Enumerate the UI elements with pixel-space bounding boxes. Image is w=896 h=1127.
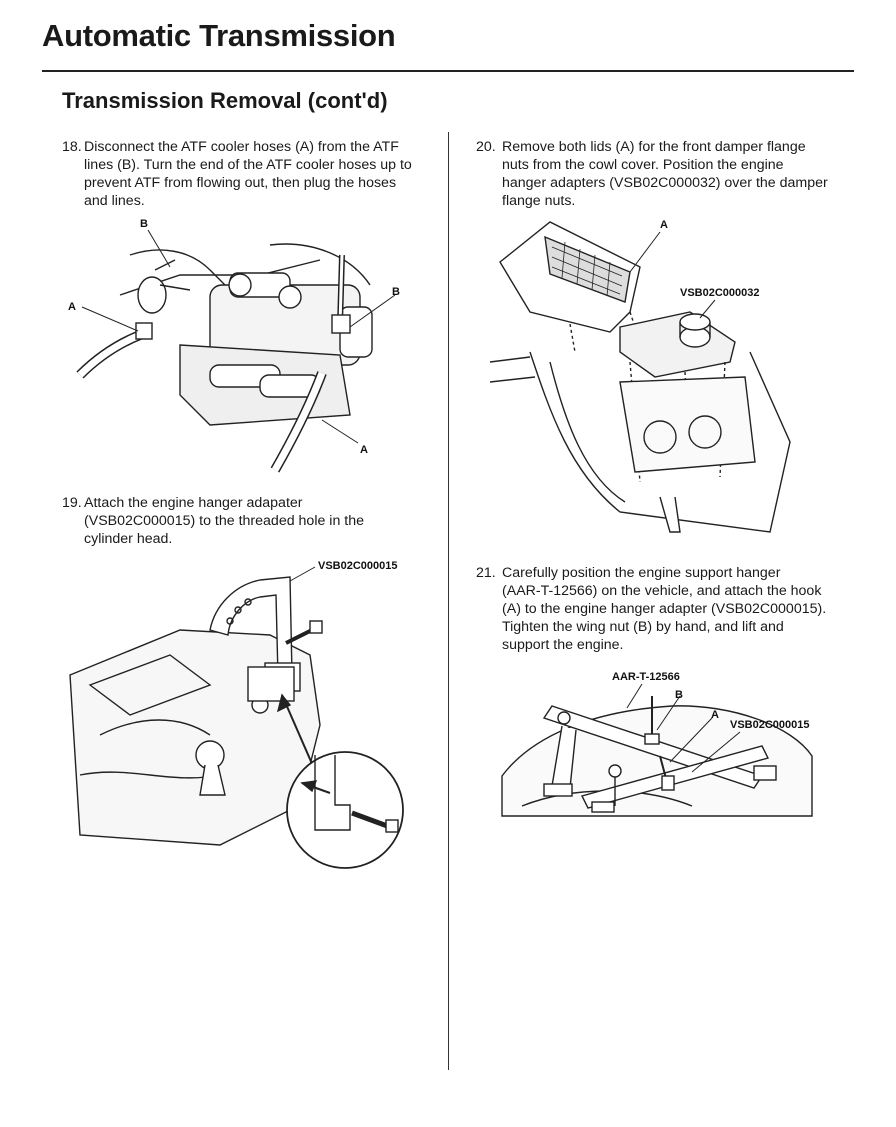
step-number: 18. (62, 139, 82, 155)
callout-b-top: B (140, 218, 148, 230)
callout-a: A (660, 219, 668, 231)
callout-a-bottom: A (360, 444, 368, 456)
step-line: Carefully position the engine support ha… (502, 565, 781, 581)
column-divider (448, 132, 449, 1070)
callout-a-left: A (68, 301, 76, 313)
figure-engine-hanger-adapter: VSB02C000015 (60, 555, 430, 870)
step-line: hanger adapters (VSB02C000032) over the … (502, 175, 828, 191)
step-line: cylinder head. (84, 531, 173, 547)
atf-cooler-illustration: B B A A (68, 218, 400, 473)
step-line: Tighten the wing nut (B) by hand, and li… (502, 619, 784, 635)
hanger-adapter-illustration: VSB02C000015 (69, 560, 404, 869)
callout-a: A (711, 709, 719, 721)
step-text: Remove both lids (A) for the front dampe… (502, 138, 828, 210)
step-20: 20. Remove both lids (A) for the front d… (476, 138, 866, 214)
support-hanger-illustration: AAR-T-12566 B A VSB02C000015 (501, 671, 813, 817)
step-line: Attach the engine hanger adapater (84, 495, 303, 511)
step-line: prevent ATF from flowing out, then plug … (84, 175, 397, 191)
step-line: support the engine. (502, 637, 624, 653)
figure-atf-cooler-hoses: B B A A (60, 215, 400, 475)
cowl-cover-illustration: A VSB02C000032 (490, 219, 791, 533)
step-number: 21. (476, 565, 496, 581)
step-line: nuts from the cowl cover. Position the e… (502, 157, 784, 173)
step-line: lines (B). Turn the end of the ATF coole… (84, 157, 412, 173)
step-line: (A) to the engine hanger adapter (VSB02C… (502, 601, 827, 617)
step-line: flange nuts. (502, 193, 576, 209)
callout-vsb02c000015: VSB02C000015 (318, 560, 398, 572)
callout-vsb02c000032: VSB02C000032 (680, 287, 760, 299)
page-title: Automatic Transmission (42, 18, 396, 53)
step-line: (VSB02C000015) to the threaded hole in t… (84, 513, 365, 529)
step-text: Attach the engine hanger adapater (VSB02… (84, 494, 364, 548)
step-21: 21. Carefully position the engine suppor… (476, 564, 866, 658)
callout-aar-t-12566: AAR-T-12566 (612, 671, 680, 683)
figure-cowl-cover-adapters: A VSB02C000032 (490, 212, 810, 552)
title-rule (42, 70, 854, 72)
callout-vsb02c000015: VSB02C000015 (730, 719, 810, 731)
step-text: Carefully position the engine support ha… (502, 564, 826, 654)
step-line: Disconnect the ATF cooler hoses (A) from… (84, 139, 399, 155)
step-19: 19. Attach the engine hanger adapater (V… (62, 494, 442, 550)
step-18: 18. Disconnect the ATF cooler hoses (A) … (62, 138, 442, 214)
section-title: Transmission Removal (cont'd) (62, 88, 388, 113)
step-line: and lines. (84, 193, 145, 209)
step-text: Disconnect the ATF cooler hoses (A) from… (84, 138, 412, 210)
step-line: (AAR-T-12566) on the vehicle, and attach… (502, 583, 822, 599)
callout-b-right: B (392, 286, 400, 298)
figure-engine-support-hanger: AAR-T-12566 B A VSB02C000015 (492, 666, 842, 851)
step-line: Remove both lids (A) for the front dampe… (502, 139, 806, 155)
callout-b: B (675, 689, 683, 701)
step-number: 19. (62, 495, 82, 511)
step-number: 20. (476, 139, 496, 155)
